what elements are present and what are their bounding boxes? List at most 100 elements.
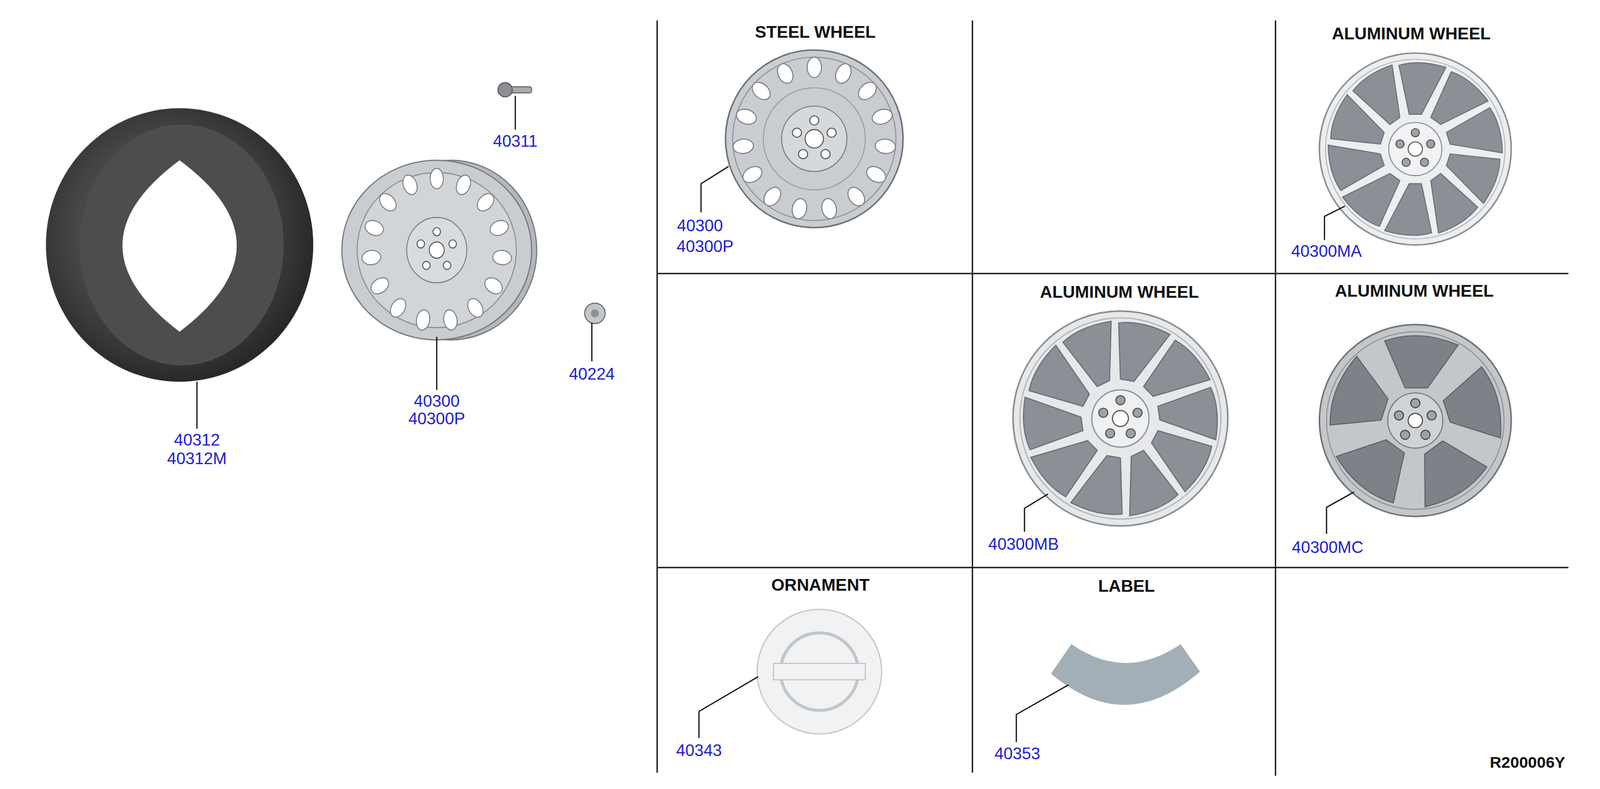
callout-number: 40300 (413, 392, 460, 410)
steel-wheel-drawing (819, 197, 839, 221)
alloy-wheel-drawing (1408, 413, 1423, 429)
alloy-wheel-drawing (1319, 324, 1512, 517)
tire-drawing (122, 160, 237, 332)
alloy-wheel-drawing (1388, 122, 1443, 176)
grid-line (657, 566, 1569, 568)
drawing-code: R200006Y (1489, 754, 1566, 771)
steel-wheel-drawing (870, 106, 895, 127)
alloy-wheel-drawing (1325, 353, 1398, 440)
alloy-wheel-drawing (1061, 316, 1135, 392)
steel-wheel-drawing (807, 57, 822, 78)
wheel-drawing (474, 190, 498, 215)
steel-wheel-drawing (792, 128, 802, 138)
ornament-drawing (773, 663, 866, 681)
section-heading: ALUMINUM WHEEL (1332, 24, 1491, 43)
nut-drawing (584, 303, 606, 324)
callout-number: 40353 (994, 744, 1041, 762)
wheel-drawing (357, 172, 517, 328)
steel-wheel-drawing (790, 197, 809, 221)
leader-line (1326, 491, 1355, 534)
leader-line (196, 95, 1354, 742)
leader-line (591, 322, 593, 362)
wheel-drawing (453, 172, 474, 198)
tire-drawing (79, 124, 284, 366)
steel-wheel-drawing (874, 138, 896, 155)
alloy-wheel-drawing (1408, 141, 1423, 157)
callout-number: 40311 (492, 132, 538, 149)
wheel-drawing (363, 218, 385, 238)
alloy-wheel-drawing (1400, 430, 1410, 440)
steel-wheel-drawing (763, 87, 866, 190)
wheel-drawing (488, 218, 510, 238)
alloy-wheel-drawing (1411, 128, 1420, 137)
section-heading: LABEL (1098, 577, 1155, 595)
leader-line (1016, 684, 1069, 743)
grid-line (656, 20, 658, 773)
callout-number: 40343 (675, 742, 722, 759)
alloy-wheel-drawing (1384, 335, 1459, 388)
alloy-wheel-drawing (1319, 324, 1512, 517)
alloy-wheel-drawing (1427, 411, 1437, 421)
alloy-wheel-drawing (1436, 365, 1510, 452)
grid-line (657, 20, 1569, 776)
label-drawing (1051, 643, 1201, 705)
steel-wheel-drawing (781, 106, 848, 172)
wheel-drawing (361, 249, 382, 266)
steel-wheel-drawing (826, 128, 836, 138)
callout-number: 40300P (676, 237, 734, 255)
wheel-drawing (422, 261, 431, 270)
alloy-wheel-drawing (1091, 389, 1149, 448)
alloy-wheel-drawing (1420, 430, 1430, 440)
steel-wheel-drawing (725, 49, 903, 228)
steel-wheel-drawing (821, 149, 831, 159)
alloy-wheel-drawing (1319, 53, 1512, 246)
valve-drawing (497, 82, 513, 98)
alloy-wheel-drawing (1019, 317, 1221, 519)
steel-wheel-drawing (805, 129, 824, 149)
section-heading: ORNAMENT (771, 576, 870, 594)
leader-line (699, 676, 759, 739)
callout-number: 40224 (568, 365, 615, 382)
alloy-wheel-drawing (1426, 139, 1435, 148)
wheel-drawing (464, 295, 487, 321)
steel-wheel-drawing (760, 183, 784, 209)
alloy-wheel-drawing (1112, 410, 1129, 427)
steel-wheel-drawing (748, 78, 774, 104)
steel-wheel-drawing (732, 57, 896, 221)
callout-number: 40300 (676, 217, 723, 234)
steel-wheel-drawing (774, 61, 797, 86)
wheel-drawing (341, 160, 532, 340)
grid-line (657, 272, 1569, 274)
wheel-drawing (430, 168, 444, 189)
wheel-drawing (414, 308, 432, 332)
section-heading: ALUMINUM WHEEL (1334, 282, 1494, 300)
alloy-wheel-drawing (1012, 311, 1228, 526)
label-drawing (1051, 643, 1201, 705)
leader-line (514, 95, 516, 130)
steel-wheel-drawing (732, 138, 755, 155)
alloy-wheel-drawing (1126, 428, 1136, 438)
alloy-wheel-drawing (1410, 398, 1420, 408)
steel-wheel-drawing (798, 149, 808, 159)
callout-number: 40312 (173, 431, 220, 449)
alloy-wheel-drawing (1319, 53, 1512, 246)
wheel-drawing (406, 217, 467, 283)
section-heading: ALUMINUM WHEEL (1040, 283, 1200, 301)
section-heading: STEEL WHEEL (755, 23, 876, 41)
alloy-wheel-drawing (1330, 421, 1421, 508)
wheel-drawing (376, 190, 400, 215)
steel-wheel-drawing (740, 163, 766, 186)
steel-wheel-drawing (855, 78, 880, 104)
leader-line (700, 166, 729, 213)
wheel-drawing (448, 239, 457, 248)
nut-drawing (584, 303, 606, 324)
wheel-drawing (368, 274, 392, 297)
leader-line (1324, 206, 1345, 240)
callout-number: 40300MC (1291, 539, 1363, 556)
steel-wheel-drawing (844, 183, 868, 209)
tire-drawing (45, 107, 314, 382)
grid-line (972, 20, 974, 773)
alloy-wheel-drawing (1133, 408, 1143, 418)
alloy-wheel-drawing (1351, 61, 1420, 131)
